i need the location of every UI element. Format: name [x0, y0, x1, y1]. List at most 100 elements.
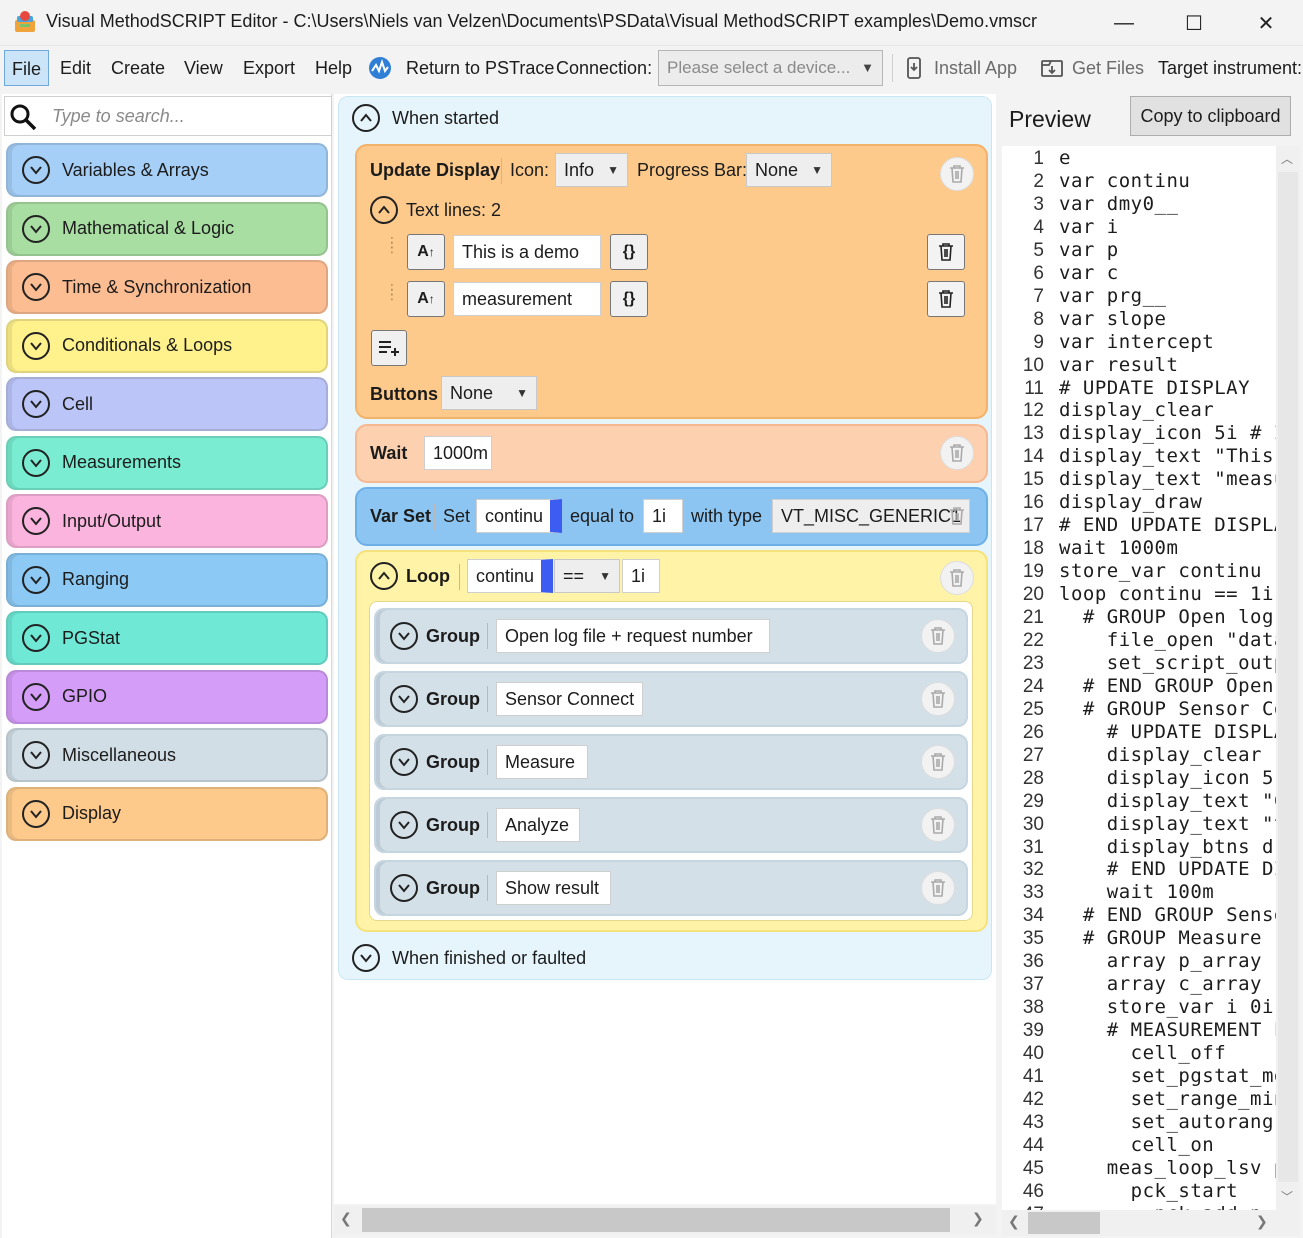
- chevron-down-icon[interactable]: [22, 741, 50, 769]
- scroll-left-icon[interactable]: ❮: [1008, 1213, 1020, 1230]
- chevron-down-icon[interactable]: [22, 800, 50, 828]
- chevron-down-icon[interactable]: [22, 624, 50, 652]
- install-app-button[interactable]: Install App: [927, 50, 1024, 86]
- chevron-down-icon[interactable]: [22, 449, 50, 477]
- scroll-down-icon[interactable]: ﹀: [1281, 1188, 1293, 1205]
- text-format-button[interactable]: A↑: [407, 281, 445, 317]
- text-lines-header[interactable]: Text lines: 2: [370, 196, 501, 224]
- get-files-button[interactable]: Get Files: [1065, 50, 1151, 86]
- category-ranging[interactable]: Ranging: [6, 553, 328, 607]
- chevron-down-icon[interactable]: [22, 332, 50, 360]
- category-measurements[interactable]: Measurements: [6, 436, 328, 490]
- group-header[interactable]: Group: [390, 622, 480, 650]
- loop-header[interactable]: Loop: [370, 562, 450, 590]
- group-name-input[interactable]: Show result: [496, 871, 611, 905]
- insert-variable-button[interactable]: {}: [610, 281, 648, 317]
- category-cell[interactable]: Cell: [6, 377, 328, 431]
- install-app-icon[interactable]: [902, 56, 926, 80]
- group-name-input[interactable]: Open log file + request number: [496, 619, 770, 653]
- return-to-pstrace-button[interactable]: Return to PSTrace: [399, 50, 561, 86]
- drag-handle-icon[interactable]: ⋮⋮: [385, 287, 399, 297]
- menu-file[interactable]: File: [4, 50, 49, 86]
- chevron-down-icon[interactable]: [22, 390, 50, 418]
- category-gpio[interactable]: GPIO: [6, 670, 328, 724]
- text-format-button[interactable]: A↑: [407, 234, 445, 270]
- chevron-down-icon[interactable]: [22, 215, 50, 243]
- get-files-icon[interactable]: [1040, 56, 1064, 80]
- when-started-header[interactable]: When started: [352, 104, 499, 132]
- chevron-down-icon[interactable]: [390, 685, 418, 713]
- scrollbar-thumb[interactable]: [1278, 172, 1298, 1182]
- variable-input[interactable]: continu: [476, 499, 562, 533]
- chevron-up-icon[interactable]: [370, 562, 398, 590]
- category-miscellaneous[interactable]: Miscellaneous: [6, 728, 328, 782]
- chevron-down-icon[interactable]: [22, 273, 50, 301]
- chevron-down-icon[interactable]: [22, 566, 50, 594]
- chevron-down-icon[interactable]: [390, 811, 418, 839]
- pstrace-icon[interactable]: [368, 56, 392, 80]
- search-input[interactable]: [50, 103, 320, 129]
- chevron-down-icon[interactable]: [22, 683, 50, 711]
- menu-create[interactable]: Create: [104, 50, 172, 86]
- scroll-right-icon[interactable]: ❯: [1256, 1213, 1268, 1230]
- scroll-left-icon[interactable]: ❮: [340, 1210, 352, 1227]
- chevron-down-icon[interactable]: [390, 874, 418, 902]
- value-input[interactable]: 1i: [643, 499, 683, 533]
- menu-help[interactable]: Help: [308, 50, 359, 86]
- chevron-up-icon[interactable]: [370, 196, 398, 224]
- category-time-synchronization[interactable]: Time & Synchronization: [6, 260, 328, 314]
- category-pgstat[interactable]: PGStat: [6, 611, 328, 665]
- delete-line-icon[interactable]: [927, 281, 965, 317]
- chevron-down-icon[interactable]: [390, 622, 418, 650]
- group-header[interactable]: Group: [390, 874, 480, 902]
- delete-icon[interactable]: [921, 871, 955, 905]
- operator-select[interactable]: ==▼: [554, 559, 620, 593]
- chevron-down-icon[interactable]: [22, 507, 50, 535]
- group-header[interactable]: Group: [390, 748, 480, 776]
- loop-compare-input[interactable]: 1i: [622, 559, 660, 593]
- text-line-input[interactable]: measurement: [453, 282, 601, 316]
- minimize-button[interactable]: —: [1089, 0, 1159, 46]
- buttons-select[interactable]: None▼: [441, 376, 537, 410]
- category-variables-arrays[interactable]: Variables & Arrays: [6, 143, 328, 197]
- text-line-input[interactable]: This is a demo: [453, 235, 601, 269]
- drag-handle-icon[interactable]: ⋮⋮: [385, 240, 399, 250]
- delete-icon[interactable]: [940, 561, 974, 595]
- category-display[interactable]: Display: [6, 787, 328, 841]
- chevron-down-icon[interactable]: [390, 748, 418, 776]
- insert-variable-button[interactable]: {}: [610, 234, 648, 270]
- delete-icon[interactable]: [921, 745, 955, 779]
- when-finished-header[interactable]: When finished or faulted: [352, 944, 586, 972]
- copy-to-clipboard-button[interactable]: Copy to clipboard: [1130, 96, 1291, 136]
- delete-icon[interactable]: [940, 157, 974, 191]
- delete-icon[interactable]: [921, 682, 955, 716]
- scroll-right-icon[interactable]: ❯: [972, 1210, 984, 1227]
- add-line-icon[interactable]: [371, 330, 407, 366]
- close-button[interactable]: ✕: [1231, 0, 1301, 46]
- menu-export[interactable]: Export: [236, 50, 302, 86]
- code-preview[interactable]: 1e2var continu3var dmy0__4var i5var p6va…: [1002, 146, 1276, 1210]
- category-mathematical-logic[interactable]: Mathematical & Logic: [6, 202, 328, 256]
- maximize-button[interactable]: ☐: [1159, 0, 1229, 46]
- connection-select[interactable]: Please select a device... ▼: [658, 50, 883, 86]
- chevron-down-icon[interactable]: [352, 944, 380, 972]
- menu-edit[interactable]: Edit: [53, 50, 98, 86]
- menu-view[interactable]: View: [177, 50, 230, 86]
- group-name-input[interactable]: Measure: [496, 745, 588, 779]
- delete-icon[interactable]: [921, 619, 955, 653]
- scrollbar-thumb[interactable]: [362, 1208, 950, 1232]
- icon-select[interactable]: Info▼: [555, 153, 628, 187]
- category-input-output[interactable]: Input/Output: [6, 494, 328, 548]
- scroll-up-icon[interactable]: ︿: [1281, 150, 1293, 167]
- group-header[interactable]: Group: [390, 811, 480, 839]
- loop-variable-input[interactable]: continu: [467, 559, 553, 593]
- scrollbar-thumb[interactable]: [1028, 1212, 1100, 1234]
- chevron-down-icon[interactable]: [22, 156, 50, 184]
- chevron-up-icon[interactable]: [352, 104, 380, 132]
- progress-bar-select[interactable]: None▼: [746, 153, 832, 187]
- delete-line-icon[interactable]: [927, 234, 965, 270]
- group-name-input[interactable]: Analyze: [496, 808, 580, 842]
- category-conditionals-loops[interactable]: Conditionals & Loops: [6, 319, 328, 373]
- group-name-input[interactable]: Sensor Connect: [496, 682, 643, 716]
- wait-duration-input[interactable]: 1000m: [424, 436, 492, 470]
